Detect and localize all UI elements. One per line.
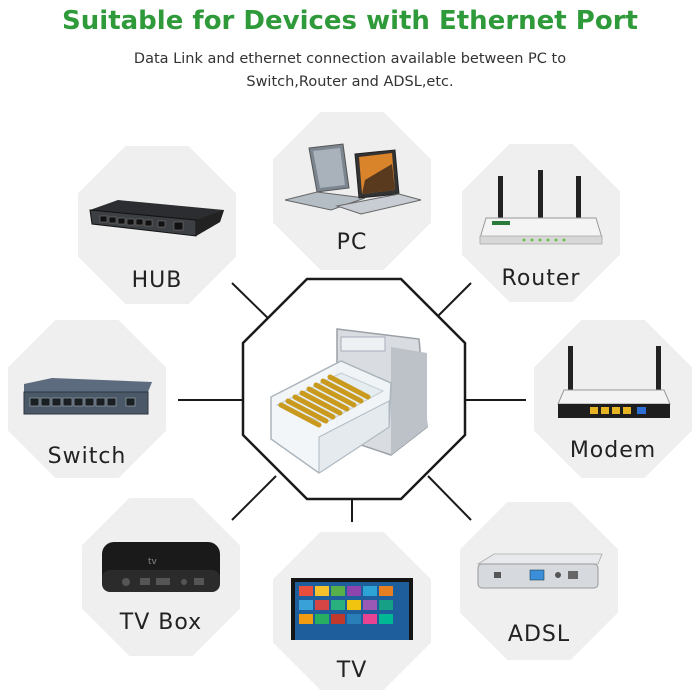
- switch-icon: [23, 378, 152, 415]
- subtitle-line-2: Switch,Router and ADSL,etc.: [246, 74, 454, 90]
- device-tile-router: Router: [462, 144, 620, 302]
- adsl-icon: [476, 553, 603, 589]
- device-tile-adsl: ADSL: [460, 502, 618, 660]
- device-tile-hub: HUB: [78, 146, 236, 304]
- svg-text:tv: tv: [148, 557, 158, 567]
- line-adsl: [427, 475, 472, 521]
- device-label-pc: PC: [336, 230, 368, 255]
- laptop-icon: [284, 143, 422, 215]
- device-tile-pc: PC: [273, 112, 431, 270]
- tv-icon: [291, 578, 413, 640]
- device-label-switch: Switch: [47, 444, 127, 469]
- device-tile-tv: TV: [273, 532, 431, 690]
- hub-icon: [89, 200, 224, 237]
- device-label-adsl: ADSL: [507, 622, 571, 647]
- device-label-tvbox: TV Box: [119, 610, 203, 635]
- device-tile-switch: Switch: [8, 320, 166, 478]
- tv-box-icon: tv: [102, 542, 220, 592]
- device-label-hub: HUB: [131, 268, 183, 293]
- modem-icon: [557, 346, 671, 418]
- device-tile-modem: Modem: [534, 320, 692, 478]
- device-tile-tvbox: tv TV Box: [82, 498, 240, 656]
- subtitle-line-1: Data Link and ethernet connection availa…: [133, 51, 567, 67]
- device-label-tv: TV: [336, 658, 368, 683]
- line-tvbox: [231, 475, 277, 521]
- headline-title: Suitable for Devices with Ethernet Port: [62, 6, 638, 36]
- device-label-router: Router: [501, 266, 581, 291]
- headline-subtitle: Data Link and ethernet connection availa…: [70, 48, 630, 94]
- rj45-connector-icon: [241, 277, 467, 501]
- rj45-connector-panel: [241, 277, 467, 501]
- device-label-modem: Modem: [569, 438, 657, 463]
- router-icon: [479, 170, 603, 245]
